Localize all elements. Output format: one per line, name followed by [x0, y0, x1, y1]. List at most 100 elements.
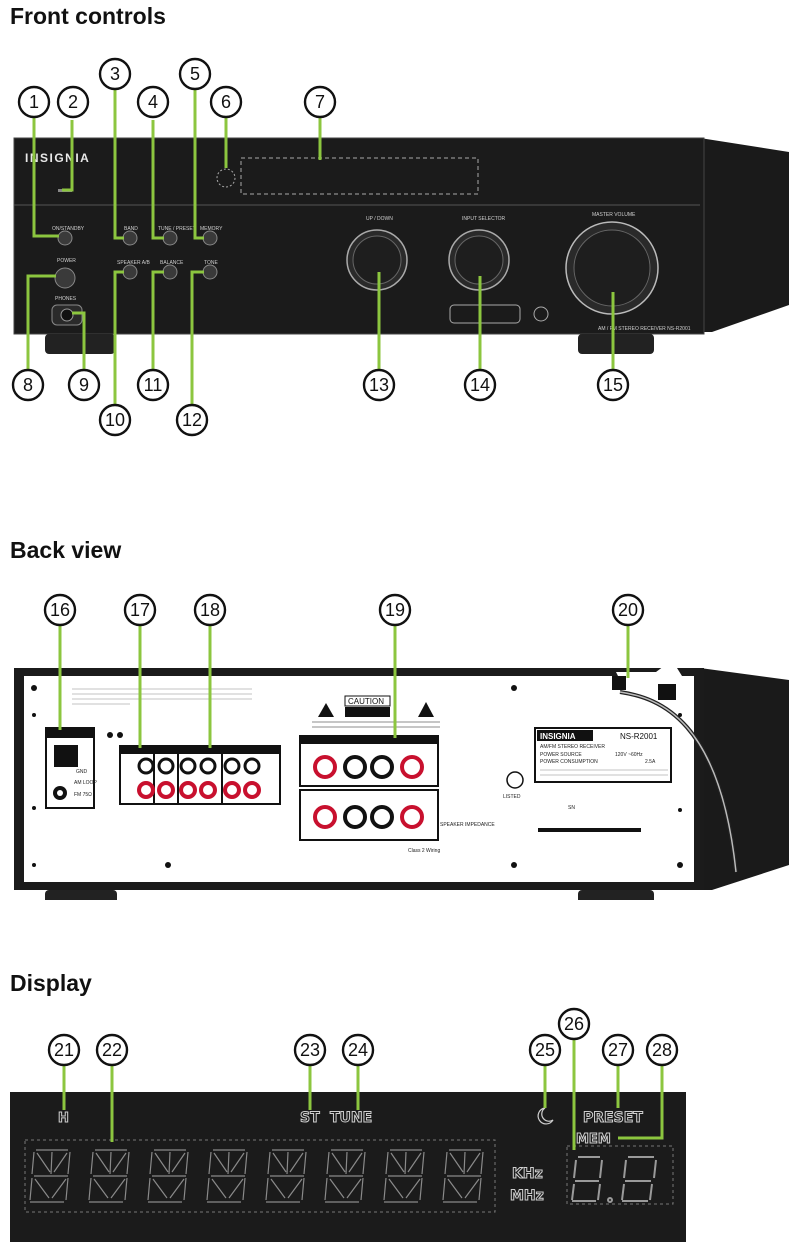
front-foot-right: [578, 334, 654, 354]
compliance-text-block: [72, 684, 252, 710]
svg-text:2.5A: 2.5A: [645, 759, 656, 765]
dot-matrix-area: [24, 1139, 496, 1213]
svg-text:MEMORY: MEMORY: [200, 226, 223, 232]
dot-matrix-char: [29, 1149, 71, 1203]
antenna-terminals[interactable]: GND AM LOOP FM 75Ω: [45, 727, 97, 809]
svg-text:CAUTION: CAUTION: [348, 697, 384, 706]
svg-text:14: 14: [470, 375, 490, 395]
front-leaders: [26, 88, 615, 404]
svg-text:GND: GND: [76, 769, 88, 775]
svg-text:SPEAKER IMPEDANCE: SPEAKER IMPEDANCE: [440, 822, 495, 828]
back-chassis-side: [700, 668, 789, 890]
dot-matrix-char: [206, 1149, 248, 1203]
ul-listing: LISTED SN: [503, 771, 575, 811]
callout-11: 11: [136, 368, 170, 402]
speaker-terminals[interactable]: SPEAKER IMPEDANCE Class 2 Wiring: [299, 735, 495, 854]
svg-text:SN: SN: [568, 805, 575, 811]
svg-text:Class 2 Wiring: Class 2 Wiring: [408, 848, 440, 854]
svg-text:120V ~60Hz: 120V ~60Hz: [615, 752, 643, 758]
svg-text:INSIGNIA: INSIGNIA: [540, 732, 576, 741]
callout-4: 4: [136, 85, 170, 119]
caution-label: CAUTION: [312, 695, 440, 728]
dot-matrix-char: [147, 1149, 189, 1203]
svg-text:27: 27: [608, 1040, 628, 1060]
svg-text:8: 8: [23, 375, 33, 395]
knob-input-selector[interactable]: INPUT SELECTOR: [448, 216, 510, 291]
front-slot: [449, 304, 521, 324]
indicator-tune: TUNE: [330, 1110, 372, 1126]
svg-text:10: 10: [105, 410, 125, 430]
display-window: [240, 157, 479, 195]
svg-text:12: 12: [182, 410, 202, 430]
callout-2: 2: [56, 85, 90, 119]
callout-16: 16: [43, 593, 77, 627]
indicator-preset: PRESET: [583, 1110, 643, 1126]
front-model-line: AM / FM STEREO RECEIVER NS-R2001: [598, 326, 691, 332]
callout-10: 10: [98, 403, 132, 437]
svg-text:SPEAKER A/B: SPEAKER A/B: [117, 260, 150, 266]
svg-text:9: 9: [79, 375, 89, 395]
svg-text:23: 23: [300, 1040, 320, 1060]
svg-text:AM LOOP: AM LOOP: [74, 780, 97, 786]
callout-9: 9: [67, 368, 101, 402]
aux-jack[interactable]: [533, 306, 549, 322]
callout-23: 23: [293, 1033, 327, 1067]
display-leaders: [62, 1038, 664, 1150]
svg-text:15: 15: [603, 375, 623, 395]
svg-text:POWER SOURCE: POWER SOURCE: [540, 752, 582, 758]
svg-text:PHONES: PHONES: [55, 296, 77, 302]
indicator-st: ST: [300, 1110, 320, 1126]
back-panel-diagram: GND AM LOOP FM 75Ω CAUTION: [14, 593, 789, 900]
callout-12: 12: [175, 403, 209, 437]
button-power[interactable]: POWER: [54, 258, 76, 289]
callout-20: 20: [611, 593, 645, 627]
callout-25: 25: [528, 1033, 562, 1067]
svg-text:21: 21: [54, 1040, 74, 1060]
dot-matrix-char: [442, 1149, 484, 1203]
svg-text:13: 13: [369, 375, 389, 395]
svg-text:UP / DOWN: UP / DOWN: [366, 216, 393, 222]
svg-text:19: 19: [385, 600, 405, 620]
svg-text:16: 16: [50, 600, 70, 620]
back-view-title: Back view: [10, 537, 122, 563]
remote-sensor: [216, 168, 236, 188]
button-band[interactable]: BAND: [122, 226, 138, 246]
power-cord: [612, 660, 738, 873]
dot-matrix-char: [383, 1149, 425, 1203]
button-on-standby[interactable]: ON/STANDBY: [52, 226, 85, 246]
svg-text:TUNE / PRESET: TUNE / PRESET: [158, 226, 196, 232]
svg-text:TONE: TONE: [204, 260, 218, 266]
dot-matrix-char: [265, 1149, 307, 1203]
callout-7: 7: [303, 85, 337, 119]
back-foot-right: [578, 890, 654, 900]
svg-text:MASTER VOLUME: MASTER VOLUME: [592, 212, 636, 218]
chassis-side: [700, 138, 789, 332]
callout-18: 18: [193, 593, 227, 627]
callout-6: 6: [209, 85, 243, 119]
callout-14: 14: [463, 368, 497, 402]
callout-22: 22: [95, 1033, 129, 1067]
callout-8: 8: [11, 368, 45, 402]
phones-jack[interactable]: PHONES: [51, 296, 83, 326]
button-tone[interactable]: TONE: [202, 260, 218, 280]
svg-text:BALANCE: BALANCE: [160, 260, 184, 266]
indicator-h: H: [58, 1111, 69, 1126]
callout-17: 17: [123, 593, 157, 627]
svg-text:24: 24: [348, 1040, 368, 1060]
svg-text:ON/STANDBY: ON/STANDBY: [52, 226, 85, 232]
svg-text:5: 5: [190, 64, 200, 84]
serial-strip: [538, 828, 641, 832]
callout-26: 26: [557, 1007, 591, 1041]
callout-24: 24: [341, 1033, 375, 1067]
svg-text:AM/FM STEREO RECEIVER: AM/FM STEREO RECEIVER: [540, 744, 605, 750]
svg-text:POWER: POWER: [57, 258, 76, 264]
audio-io-jacks[interactable]: [119, 745, 281, 805]
indicator-mhz: MHz: [510, 1188, 544, 1204]
knob-up-down[interactable]: UP / DOWN: [346, 216, 408, 291]
callout-19: 19: [378, 593, 412, 627]
preset-digits: [571, 1156, 657, 1203]
front-controls-title: Front controls: [10, 3, 166, 29]
indicator-khz: KHz: [512, 1166, 543, 1182]
svg-text:28: 28: [652, 1040, 672, 1060]
svg-text:BAND: BAND: [124, 226, 138, 232]
